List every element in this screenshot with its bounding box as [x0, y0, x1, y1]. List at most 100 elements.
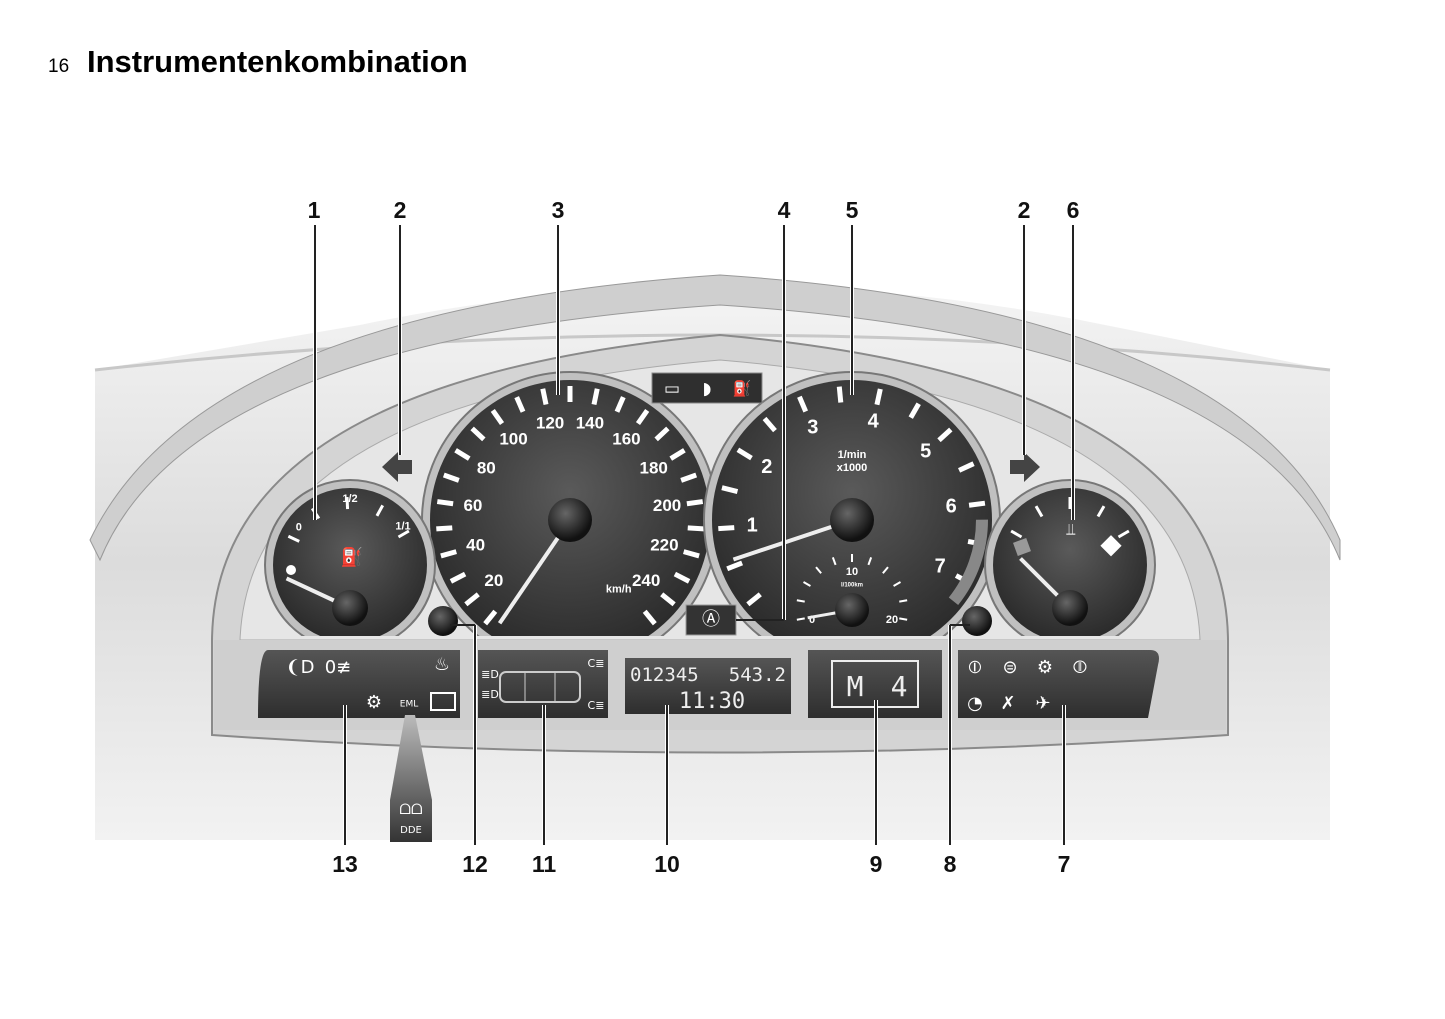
odometer-total: 012345 [630, 664, 699, 686]
car-top-view-icon [499, 671, 581, 703]
gear-mode: M [847, 670, 864, 703]
rpm-unit: 1/min [838, 449, 867, 461]
rpm-label: 6 [946, 496, 957, 518]
rpm-tick [968, 500, 986, 508]
brake-warning-light [685, 604, 737, 636]
rpm-label: 4 [868, 411, 880, 433]
speed-tick [470, 426, 486, 442]
cluster-hood [89, 274, 1341, 562]
trip-odometer: 543.2 [729, 664, 786, 686]
glow-plug-icon: ᗝᗝ [399, 802, 422, 818]
speed-tick [514, 396, 526, 413]
speed-tick [454, 448, 471, 461]
temp-tick [1034, 505, 1044, 518]
temp-needle-hub [1052, 590, 1088, 626]
speed-tick [660, 592, 676, 607]
speed-tick [540, 388, 549, 405]
rpm-tick [908, 402, 921, 419]
callout-number: 3 [552, 197, 565, 223]
callout-number: 2 [1018, 197, 1031, 223]
rpm-tick [718, 525, 735, 532]
fuel-label: 1/2 [342, 493, 357, 505]
svg-text:C≣: C≣ [588, 657, 605, 670]
rpm-tick [874, 388, 883, 406]
airbag-icon: ✈ [1035, 693, 1050, 714]
speed-label: 40 [466, 536, 485, 555]
speed-label: 180 [639, 458, 667, 477]
temperature-gauge: ⫫ [984, 479, 1156, 636]
light-icon: ≣D [481, 668, 499, 681]
speed-tick [442, 472, 460, 483]
speed-label: 60 [463, 496, 482, 515]
fuel-label: 1/1 [395, 521, 410, 533]
temp-tick [1010, 529, 1023, 539]
rpm-label: 5 [920, 441, 931, 463]
speed-label: 120 [536, 414, 564, 433]
economy-tick [803, 581, 811, 587]
speed-tick [686, 499, 704, 507]
fog-light-rear-icon: 0≢ [325, 657, 352, 678]
rpm-needle-hub [830, 498, 874, 542]
fog-light-front-icon: ❨D [286, 657, 315, 678]
seatbelt-icon: ✗ [1000, 693, 1015, 714]
economy-tick [899, 599, 908, 603]
speed-label: 20 [484, 571, 503, 590]
eml-indicator: EML [400, 700, 418, 710]
warning-lights-top: ▭ ◗ ⛽ [651, 372, 763, 404]
temp-tick [1096, 505, 1106, 518]
indicator-panel-left [258, 650, 460, 718]
rpm-label: 7 [935, 555, 946, 577]
fuel-pump-icon: ⛽ [341, 546, 363, 568]
rpm-tick [836, 386, 844, 403]
rpm-tick [937, 427, 953, 443]
economy-tick [867, 557, 873, 566]
brake-warning-icon: Ⓐ [702, 609, 720, 630]
speed-label: 220 [650, 536, 678, 555]
indicator-panel-right [958, 650, 1159, 718]
svg-text:≣D: ≣D [481, 688, 499, 701]
fuel-tick [397, 529, 410, 539]
rpm-tick [746, 592, 762, 607]
callout-number: 8 [944, 851, 957, 877]
callout-number: 1 [308, 197, 321, 223]
check-engine-icon: ⚙ [366, 692, 382, 713]
speed-label: 200 [653, 496, 681, 515]
speed-tick [440, 549, 457, 559]
fuel-tick [287, 534, 300, 543]
rpm-tick [958, 461, 975, 473]
callout-number: 5 [846, 197, 859, 223]
callout-number: 10 [654, 851, 680, 877]
speed-tick [642, 609, 657, 626]
speed-tick [464, 592, 480, 607]
callout-number: 4 [778, 197, 791, 223]
speed-tick [683, 549, 700, 559]
speed-tick [654, 426, 670, 442]
economy-tick [831, 557, 837, 566]
speed-label: 160 [612, 429, 640, 448]
economy-tick [899, 617, 908, 621]
speed-label: 100 [499, 429, 527, 448]
speed-tick [490, 409, 505, 425]
gear-number: 4 [891, 670, 908, 703]
rpm-label: 2 [761, 456, 772, 478]
fuel-tick [375, 504, 385, 517]
turn-signal-left-icon [382, 452, 412, 482]
economy-tick [796, 599, 805, 603]
fuel-reserve-dot [286, 565, 296, 575]
dsc-icon: ⚙ [1037, 657, 1053, 678]
brake-pad-icon: ⦶ [968, 657, 981, 678]
speed-needle-hub [548, 498, 592, 542]
callout-number: 6 [1067, 197, 1080, 223]
speed-tick [673, 571, 691, 584]
rpm-label: 3 [807, 416, 818, 438]
speed-tick [680, 472, 698, 483]
rpm-label: 1 [747, 515, 758, 537]
economy-label: 20 [886, 614, 898, 626]
fuel-label: 0 [296, 522, 302, 534]
clock: 11:30 [679, 689, 745, 714]
callout-number: 12 [462, 851, 488, 877]
